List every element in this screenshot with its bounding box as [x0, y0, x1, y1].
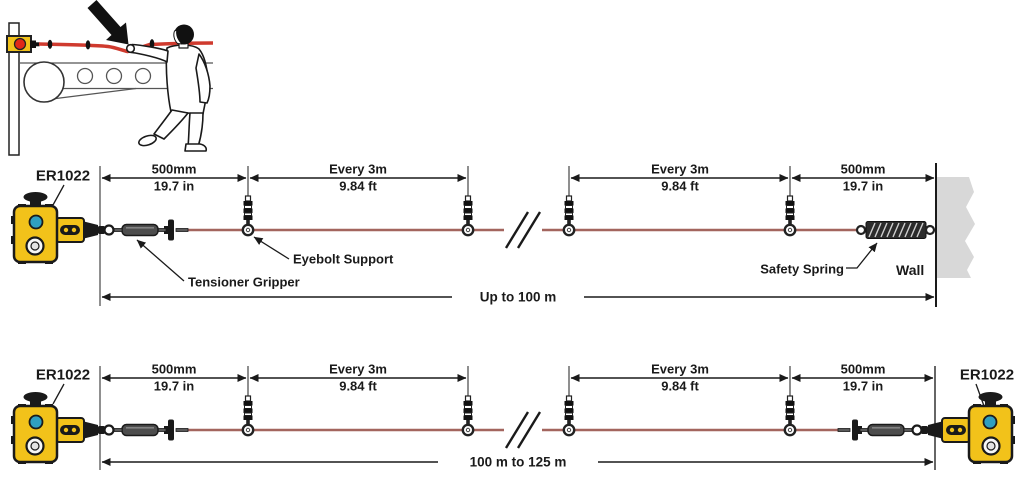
device-label-top: ER1022	[35, 167, 91, 185]
leader-lines-top	[52, 184, 878, 282]
eyebolt-icon	[783, 164, 797, 237]
span-label-top: Up to 100 m	[474, 289, 562, 305]
dimension-label: 500mm 19.7 in	[840, 361, 886, 394]
worker-hand	[125, 43, 136, 54]
safety-spring-icon	[855, 221, 936, 239]
conveyor-pulley	[23, 61, 65, 103]
safety-spring-label: Safety Spring	[760, 261, 844, 277]
er1022-switch-icon-right	[836, 390, 1017, 466]
small-switch-icon	[6, 35, 40, 53]
device-label-bottom-left: ER1022	[35, 366, 91, 384]
conveyor	[20, 61, 213, 103]
dimension-label: 500mm 19.7 in	[151, 161, 197, 194]
break-symbol	[504, 410, 542, 450]
dimension-label: Every 3m 9.84 ft	[651, 161, 709, 194]
wall-icon	[937, 177, 975, 278]
rope-clamps	[47, 39, 155, 50]
eyebolt-icon	[783, 364, 797, 437]
span-label-bottom: 100 m to 125 m	[464, 454, 572, 470]
dimension-label: Every 3m 9.84 ft	[651, 361, 709, 394]
dimension-label: Every 3m 9.84 ft	[329, 361, 387, 394]
eyebolt-icon	[461, 164, 475, 237]
dimension-label: 500mm 19.7 in	[840, 161, 886, 194]
dimension-lines-bottom	[101, 374, 934, 466]
worker-figure	[125, 24, 211, 152]
device-label-bottom-right: ER1022	[959, 366, 1015, 384]
diagram-top	[9, 163, 975, 307]
pull-demonstration-illustration	[6, 0, 214, 156]
dimension-lines-top	[101, 174, 935, 301]
eyebolt-icon	[562, 364, 576, 437]
dimension-label: Every 3m 9.84 ft	[329, 161, 387, 194]
eyebolt-support-label: Eyebolt Support	[293, 251, 394, 267]
wall-label: Wall	[896, 262, 925, 278]
break-symbol	[504, 210, 542, 250]
pull-point-arrow-icon	[87, 0, 129, 45]
diagram-bottom	[9, 364, 1017, 470]
mounting-post	[8, 22, 20, 156]
eyebolt-icon	[461, 364, 475, 437]
dimension-label: 500mm 19.7 in	[151, 361, 197, 394]
tensioner-gripper-label: Tensioner Gripper	[188, 274, 300, 290]
eyebolt-icon	[241, 364, 255, 437]
eyebolt-icon	[562, 164, 576, 237]
leader-lines-bottom	[52, 383, 985, 407]
eyebolt-icon	[241, 164, 255, 237]
